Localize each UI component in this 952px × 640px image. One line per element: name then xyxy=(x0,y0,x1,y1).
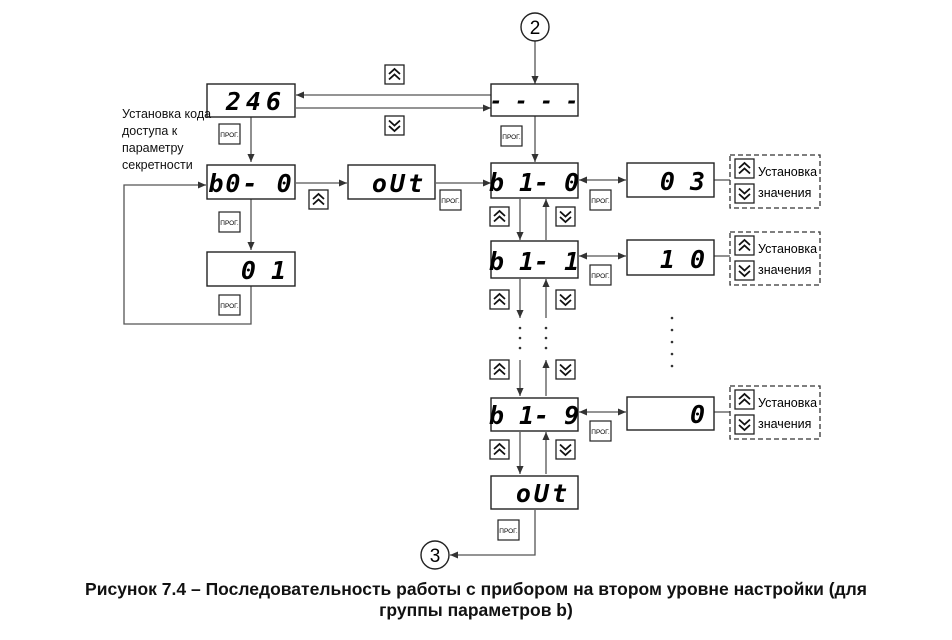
caption-line-2: группы параметров b) xyxy=(379,600,573,620)
svg-text:значения: значения xyxy=(758,186,811,200)
svg-text:246: 246 xyxy=(225,87,286,116)
display-b1-9: b 1- 9 xyxy=(489,397,579,432)
svg-text:Установка: Установка xyxy=(758,242,817,256)
svg-text:ПРОГ.: ПРОГ. xyxy=(441,198,460,205)
svg-text:значения: значения xyxy=(758,417,811,431)
connectors-lines xyxy=(123,41,730,559)
up-button-icon[interactable] xyxy=(489,439,510,460)
svg-text:oUt: oUt xyxy=(372,169,426,198)
prog-button[interactable]: ПРОГ. xyxy=(497,519,520,541)
svg-text:2: 2 xyxy=(530,18,541,39)
display-out-b0: oUt xyxy=(347,164,436,200)
display-access-code: 246 xyxy=(206,83,296,118)
up-button-icon[interactable] xyxy=(384,64,405,85)
down-button-icon[interactable] xyxy=(555,206,576,227)
flow-diagram: 2 3 246 - - - - b0- 0 0 1 oUt b 1- 0 b 1… xyxy=(122,12,821,570)
figure-caption: Рисунок 7.4 – Последовательность работы … xyxy=(0,579,952,621)
down-button-icon[interactable] xyxy=(555,289,576,310)
display-value-0: 0 xyxy=(626,396,715,431)
svg-text:ПРОГ.: ПРОГ. xyxy=(220,132,239,139)
value-setting-box: Установка значения xyxy=(729,385,821,440)
display-value-03: 0 3 xyxy=(626,162,715,198)
display-01: 0 1 xyxy=(206,251,296,287)
svg-text:ПРОГ.: ПРОГ. xyxy=(591,198,610,205)
svg-text:0 3: 0 3 xyxy=(660,167,705,196)
down-button-icon[interactable] xyxy=(734,183,755,204)
svg-text:ПРОГ.: ПРОГ. xyxy=(220,220,239,227)
down-button-icon[interactable] xyxy=(555,439,576,460)
svg-text:oUt: oUt xyxy=(516,479,570,508)
down-button-icon[interactable] xyxy=(555,359,576,380)
up-button-icon[interactable] xyxy=(734,158,755,179)
value-setting-box: Установка значения xyxy=(729,154,821,209)
svg-text:ПРОГ.: ПРОГ. xyxy=(502,134,521,141)
up-button-icon[interactable] xyxy=(734,235,755,256)
svg-text:ПРОГ.: ПРОГ. xyxy=(591,273,610,280)
display-out-b1: oUt xyxy=(490,475,579,510)
down-button-icon[interactable] xyxy=(734,414,755,435)
svg-text:0: 0 xyxy=(690,400,705,429)
up-button-icon[interactable] xyxy=(734,389,755,410)
svg-text:значения: значения xyxy=(758,263,811,277)
svg-text:ПРОГ.: ПРОГ. xyxy=(591,429,610,436)
prog-button[interactable]: ПРОГ. xyxy=(439,189,462,211)
svg-text:ПРОГ.: ПРОГ. xyxy=(499,528,518,535)
prog-button[interactable]: ПРОГ. xyxy=(589,189,612,211)
display-b1-1: b 1- 1 xyxy=(489,240,579,279)
ellipsis-dots xyxy=(518,316,674,368)
up-button-icon[interactable] xyxy=(489,289,510,310)
up-button-icon[interactable] xyxy=(489,206,510,227)
svg-text:b0- 0: b0- 0 xyxy=(208,169,293,198)
svg-text:b 1- 9: b 1- 9 xyxy=(489,401,579,430)
svg-text:b 1- 0: b 1- 0 xyxy=(489,168,579,197)
down-button-icon[interactable] xyxy=(384,115,405,136)
up-button-icon[interactable] xyxy=(489,359,510,380)
caption-line-1: Рисунок 7.4 – Последовательность работы … xyxy=(85,579,867,599)
display-value-10: 1 0 xyxy=(626,239,715,276)
display-b0-0: b0- 0 xyxy=(206,164,296,200)
value-setting-box: Установка значения xyxy=(729,231,821,286)
connector-circle-2: 2 xyxy=(520,12,550,42)
svg-text:Установка: Установка xyxy=(758,165,817,179)
prog-button[interactable]: ПРОГ. xyxy=(589,264,612,286)
display-dashes: - - - - xyxy=(490,83,579,117)
prog-button[interactable]: ПРОГ. xyxy=(218,294,241,316)
prog-button[interactable]: ПРОГ. xyxy=(589,420,612,442)
svg-text:1 0: 1 0 xyxy=(660,245,705,274)
access-code-note: Установка кода доступа к параметру секре… xyxy=(122,107,215,172)
svg-text:b 1- 1: b 1- 1 xyxy=(489,247,579,276)
connector-circle-3: 3 xyxy=(420,540,450,570)
display-b1-0: b 1- 0 xyxy=(489,162,579,199)
down-button-icon[interactable] xyxy=(734,260,755,281)
up-button-icon[interactable] xyxy=(308,189,329,210)
svg-text:3: 3 xyxy=(430,546,441,567)
svg-text:Установка: Установка xyxy=(758,396,817,410)
svg-text:ПРОГ.: ПРОГ. xyxy=(220,303,239,310)
prog-button[interactable]: ПРОГ. xyxy=(500,125,523,147)
prog-button[interactable]: ПРОГ. xyxy=(218,123,241,145)
svg-text:0 1: 0 1 xyxy=(241,256,286,285)
svg-text:- - - -: - - - - xyxy=(490,89,579,113)
prog-button[interactable]: ПРОГ. xyxy=(218,211,241,233)
